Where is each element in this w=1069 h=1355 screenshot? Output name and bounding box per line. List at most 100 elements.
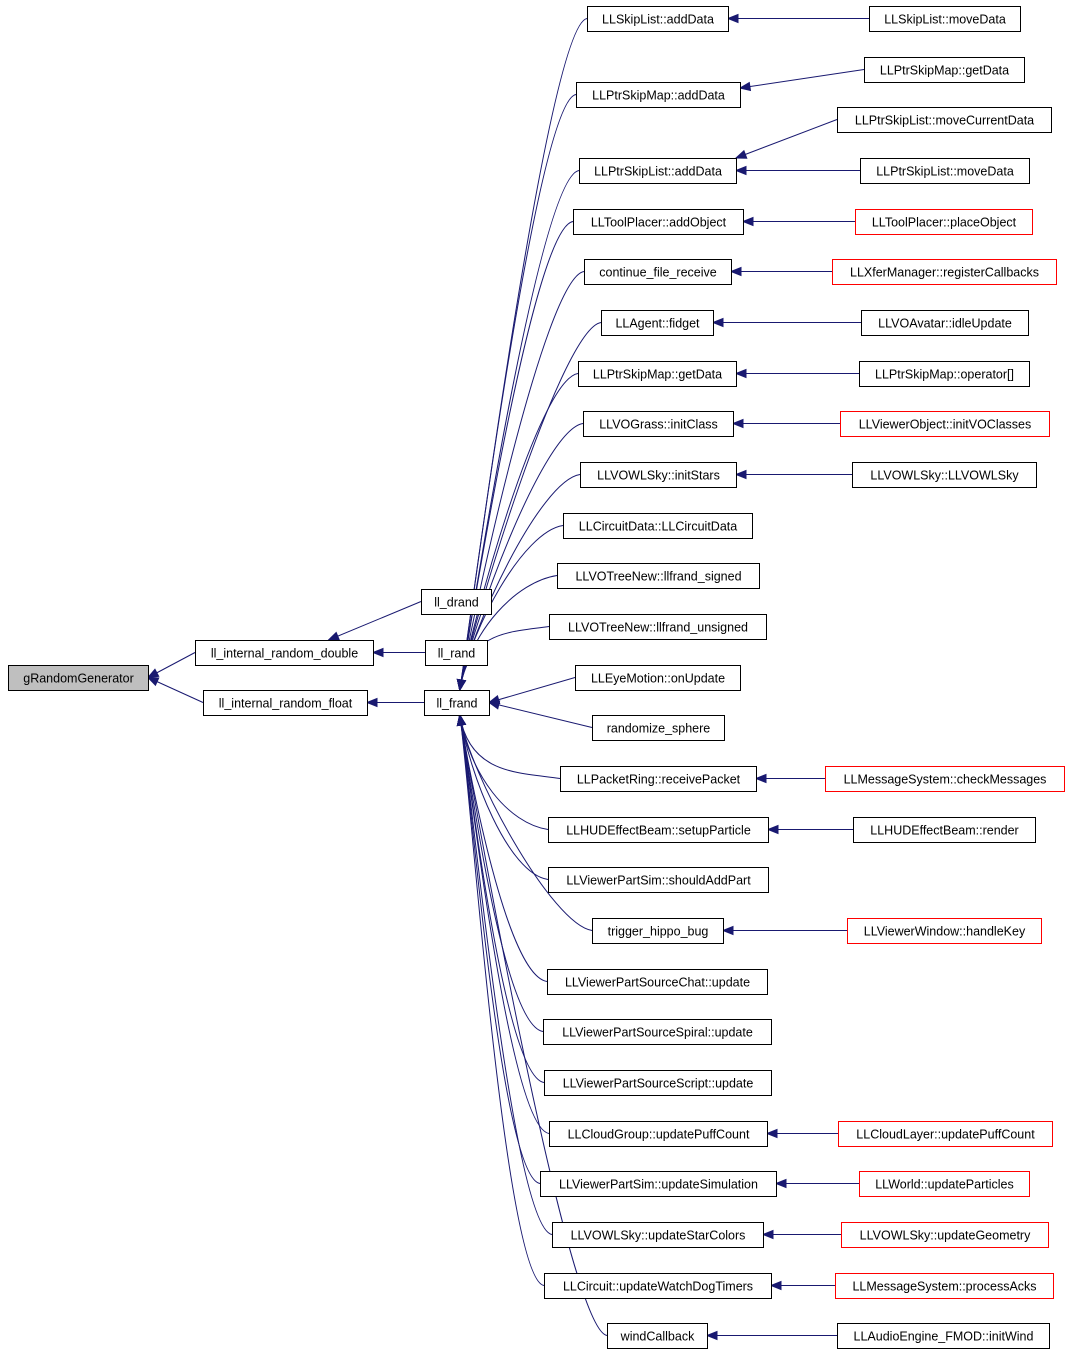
edge-line [739,69,865,89]
node-box [575,665,741,691]
node-box [579,158,737,184]
edge-frand-to-irf [365,697,424,708]
edge-arrowhead [327,631,341,641]
edge-r2b-to-c2 [734,165,860,176]
node-c12[interactable]: LLEyeMotion::onUpdate [575,665,741,691]
node-c20[interactable]: LLViewerPartSourceScript::update [544,1070,772,1096]
edge-c11-to-frand [456,626,550,692]
node-c7[interactable]: LLVOGrass::initClass [583,411,734,437]
node-c4[interactable]: continue_file_receive [584,259,732,285]
node-c23[interactable]: LLVOWLSky::updateStarColors [552,1222,764,1248]
node-r6[interactable]: LLPtrSkipMap::operator[] [859,361,1030,387]
node-c19[interactable]: LLViewerPartSourceSpiral::update [543,1019,772,1045]
edge-line [459,714,593,931]
node-c22[interactable]: LLViewerPartSim::updateSimulation [540,1171,777,1197]
node-rand[interactable]: ll_rand [425,640,488,666]
edge-line [459,714,561,779]
node-c25[interactable]: windCallback [607,1323,708,1349]
node-box [855,209,1033,235]
node-box [549,614,767,640]
node-c17[interactable]: trigger_hippo_bug [592,918,724,944]
node-irf[interactable]: ll_internal_random_float [203,690,368,716]
nodes-layer: gRandomGenerator ll_internal_random_doubl… [8,6,1065,1349]
node-r14[interactable]: LLMessageSystem::checkMessages [825,766,1065,792]
node-label: LLPtrSkipMap::addData [592,89,725,103]
node-box [544,1070,772,1096]
edge-r0-to-c0 [726,13,869,24]
edge-c13-to-frand [487,700,593,728]
edge-arrowhead [774,1178,787,1189]
node-c8[interactable]: LLVOWLSky::initStars [580,462,737,488]
node-label: LLPtrSkipMap::getData [593,368,722,382]
node-label: LLWorld::updateParticles [875,1178,1014,1192]
node-c15[interactable]: LLHUDEffectBeam::setupParticle [548,817,769,843]
edge-r5-to-c5 [711,317,861,328]
node-box [847,918,1042,944]
node-frand[interactable]: ll_frand [424,690,490,716]
edge-r4-to-c4 [729,266,832,277]
edge-arrowhead [769,1280,782,1291]
node-box [853,817,1036,843]
node-c11[interactable]: LLVOTreeNew::llfrand_unsigned [549,614,767,640]
node-r5[interactable]: LLVOAvatar::idleUpdate [861,310,1029,336]
edge-arrowhead [766,824,779,835]
node-c1[interactable]: LLPtrSkipMap::addData [576,82,741,108]
node-box [576,82,741,108]
node-ird[interactable]: ll_internal_random_double [195,640,374,666]
node-c9[interactable]: LLCircuitData::LLCircuitData [563,513,753,539]
node-c13[interactable]: randomize_sphere [592,715,725,741]
node-r24[interactable]: LLMessageSystem::processAcks [835,1273,1054,1299]
node-c0[interactable]: LLSkipList::addData [587,6,729,32]
node-r1[interactable]: LLPtrSkipMap::getData [864,57,1025,83]
node-box [578,361,737,387]
node-box [835,1273,1054,1299]
node-r0[interactable]: LLSkipList::moveData [869,6,1021,32]
node-r25[interactable]: LLAudioEngine_FMOD::initWind [837,1323,1050,1349]
node-label: LLAgent::fidget [615,317,700,331]
node-label: trigger_hippo_bug [608,925,709,939]
node-box [424,690,490,716]
node-r2b[interactable]: LLPtrSkipList::moveData [860,158,1030,184]
node-c10[interactable]: LLVOTreeNew::llfrand_signed [557,563,760,589]
node-r17[interactable]: LLViewerWindow::handleKey [847,918,1042,944]
edge-arrowhead [731,418,744,429]
node-c18[interactable]: LLViewerPartSourceChat::update [547,969,768,995]
node-r2a[interactable]: LLPtrSkipList::moveCurrentData [837,107,1052,133]
edge-arrowhead [734,149,748,159]
node-r22[interactable]: LLWorld::updateParticles [859,1171,1030,1197]
edge-r15-to-c15 [766,824,853,835]
node-c2[interactable]: LLPtrSkipList::addData [579,158,737,184]
edge-r24-to-c24 [769,1280,835,1291]
node-box [560,766,757,792]
node-r3[interactable]: LLToolPlacer::placeObject [855,209,1033,235]
edge-arrowhead [711,317,724,328]
edge-arrowhead [738,81,752,92]
node-r21[interactable]: LLCloudLayer::updatePuffCount [838,1121,1053,1147]
node-c24[interactable]: LLCircuit::updateWatchDogTimers [544,1273,772,1299]
node-c16[interactable]: LLViewerPartSim::shouldAddPart [548,867,769,893]
edge-arrowhead [456,713,467,727]
node-box [825,766,1065,792]
node-r8[interactable]: LLVOWLSky::LLVOWLSky [852,462,1037,488]
edge-r6-to-c6 [734,368,859,379]
node-label: LLToolPlacer::addObject [591,216,727,230]
node-label: LLPacketRing::receivePacket [577,773,741,787]
node-label: LLPtrSkipList::addData [594,165,722,179]
node-c3[interactable]: LLToolPlacer::addObject [573,209,744,235]
node-drand[interactable]: ll_drand [421,589,492,615]
node-c21[interactable]: LLCloudGroup::updatePuffCount [549,1121,768,1147]
edge-line [735,119,838,159]
node-root[interactable]: gRandomGenerator [8,665,149,691]
node-c6[interactable]: LLPtrSkipMap::getData [578,361,737,387]
node-r7[interactable]: LLViewerObject::initVOClasses [840,411,1050,437]
node-r15[interactable]: LLHUDEffectBeam::render [853,817,1036,843]
node-c5[interactable]: LLAgent::fidget [601,310,714,336]
node-r4[interactable]: LLXferManager::registerCallbacks [832,259,1057,285]
edge-r17-to-c17 [721,925,847,936]
node-r23[interactable]: LLVOWLSky::updateGeometry [841,1222,1049,1248]
node-box [548,867,769,893]
node-box [852,462,1037,488]
node-box [861,310,1029,336]
node-c14[interactable]: LLPacketRing::receivePacket [560,766,757,792]
node-label: windCallback [620,1330,695,1344]
